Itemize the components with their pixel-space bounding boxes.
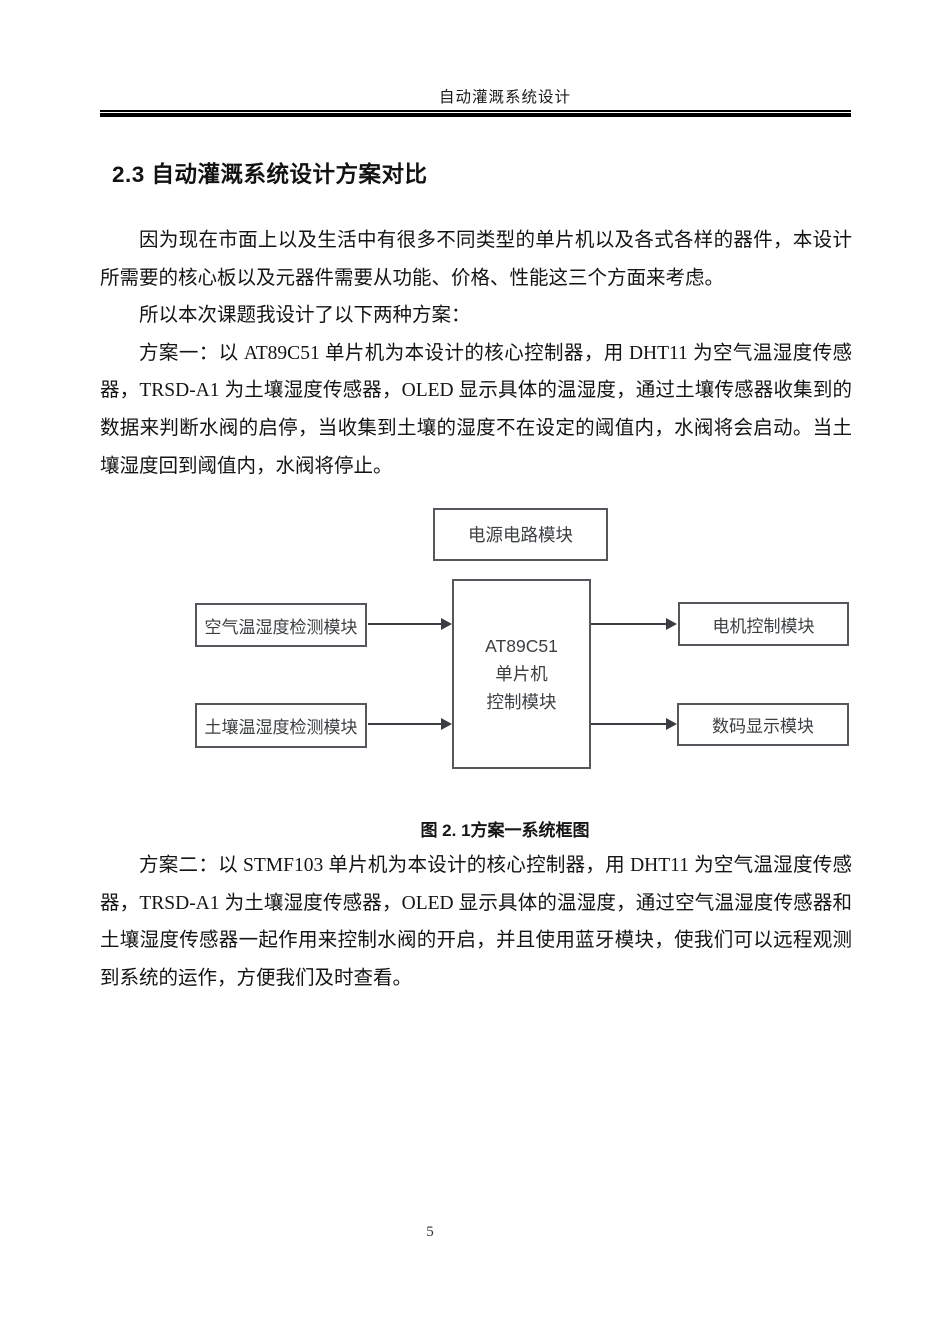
diagram-box-label-line: 控制模块 [486,692,557,712]
diagram-box-label: 空气温湿度检测模块 [204,617,358,637]
diagram-box-motor-control-module: 电机控制模块 [678,602,849,646]
arrow-mcu-to-display [591,718,677,730]
diagram-box-air-sensor-module: 空气温湿度检测模块 [195,603,367,647]
body-text-block-1: 因为现在市面上以及生活中有很多不同类型的单片机以及各式各样的器件，本设计所需要的… [100,222,852,485]
diagram-box-label-line: 单片机 [495,664,548,684]
arrow-mcu-to-motor [591,618,677,630]
running-header-title: 自动灌溉系统设计 [438,89,571,106]
arrow-air-to-mcu [368,618,452,630]
diagram-box-soil-sensor-module: 土壤温湿度检测模块 [195,703,367,748]
diagram-box-label-line: AT89C51 [485,636,558,656]
diagram-box-label: 土壤温湿度检测模块 [204,718,358,737]
body-text-block-2: 方案二：以 STMF103 单片机为本设计的核心控制器，用 DHT11 为空气温… [100,847,852,997]
page-number: 5 [426,1224,434,1240]
paragraph-lead-in: 所以本次课题我设计了以下两种方案： [139,305,471,327]
header-rule-divider [100,110,851,117]
section-heading: 2.3 自动灌溉系统设计方案对比 [112,162,428,188]
diagram-box-digital-display-module: 数码显示模块 [677,703,849,746]
diagram-box-label: 数码显示模块 [712,717,814,736]
diagram-box-label: 电机控制模块 [712,616,815,636]
diagram-box-mcu-control-module: AT89C51 单片机 控制模块 [452,579,591,769]
diagram-box-label: 电源电路模块 [468,525,573,545]
paragraph-intro: 因为现在市面上以及生活中有很多不同类型的单片机以及各式各样的器件，本设计所需要的… [100,230,852,289]
paragraph-scheme-two: 方案二：以 STMF103 单片机为本设计的核心控制器，用 DHT11 为空气温… [100,855,852,989]
paragraph-scheme-one: 方案一：以 AT89C51 单片机为本设计的核心控制器，用 DHT11 为空气温… [100,342,852,477]
diagram-box-power-module: 电源电路模块 [433,508,608,561]
figure-caption: 图 2. 1方案一系统框图 [420,821,590,840]
arrow-soil-to-mcu [368,718,452,730]
